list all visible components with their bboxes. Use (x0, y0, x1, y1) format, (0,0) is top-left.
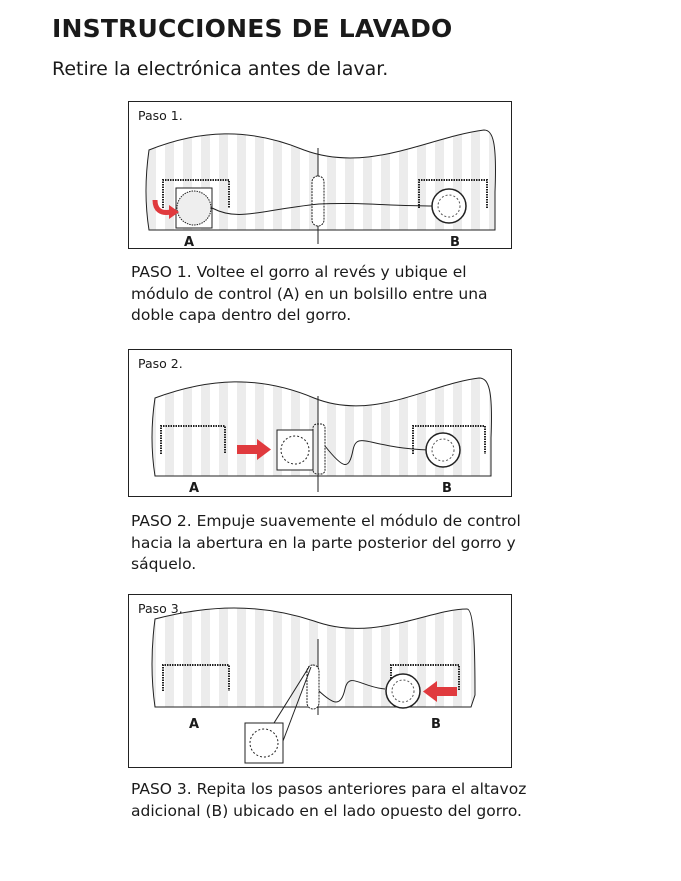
step-3-caption: PASO 3. Repita los pasos anteriores para… (131, 780, 527, 820)
point-a-label: A (189, 481, 200, 496)
point-b-label: B (442, 481, 452, 496)
page-subtitle: Retire la electrónica antes de lavar. (52, 58, 389, 80)
page-title: INSTRUCCIONES DE LAVADO (52, 14, 453, 43)
step-1-label: Paso 1. (138, 108, 183, 123)
point-a-label: A (189, 717, 200, 732)
step-2-diagram (151, 377, 492, 492)
step-3-illustration: Paso 3. A B (128, 594, 512, 768)
red-arrow-icon (435, 687, 457, 696)
point-a-label: A (184, 235, 195, 250)
speaker-icon (431, 188, 467, 224)
step-1-illustration: Paso 1. A B (128, 101, 512, 250)
step-1-diagram (145, 129, 496, 244)
speaker-icon (385, 673, 421, 709)
red-arrow-icon (152, 199, 172, 215)
step-3-label: Paso 3. (138, 601, 183, 616)
step-2-label: Paso 2. (138, 356, 183, 371)
step-2-illustration: Paso 2. A B (128, 349, 512, 497)
red-arrow-icon (237, 445, 259, 454)
speaker-icon (425, 432, 461, 468)
step-2-caption: PASO 2. Empuje suavemente el módulo de c… (131, 512, 521, 573)
point-b-label: B (450, 235, 460, 250)
step-1-caption: PASO 1. Voltee el gorro al revés y ubiqu… (131, 263, 488, 324)
step-3-diagram (151, 607, 476, 764)
point-b-label: B (431, 717, 441, 732)
